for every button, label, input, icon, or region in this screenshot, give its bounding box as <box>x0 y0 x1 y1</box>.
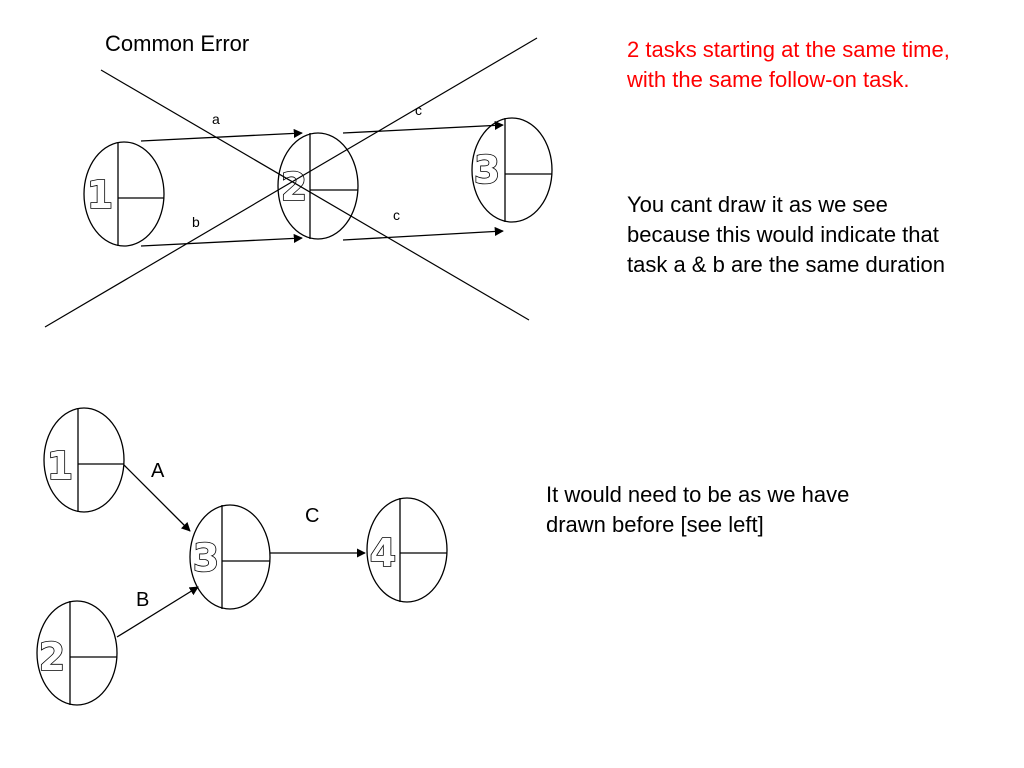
edge-A-arrow <box>123 464 191 532</box>
correction-note: It would need to be as we have drawn bef… <box>546 482 850 537</box>
bottom-node-2-number: 2 <box>39 635 65 679</box>
explanation-note: You cant draw it as we see because this … <box>627 192 945 277</box>
edge-c-lower-arrow <box>342 226 504 241</box>
top-node-3-number: 3 <box>474 148 500 192</box>
top-node-1-number: 1 <box>87 173 113 217</box>
bottom-node-1-number: 1 <box>47 444 73 488</box>
edge-c-upper-arrow <box>342 120 504 134</box>
edge-c-lower-label: c <box>393 207 400 223</box>
bottom-node-4: 4 <box>366 497 448 603</box>
bottom-node-2: 2 <box>36 600 118 706</box>
top-node-2: 2 <box>277 132 359 240</box>
top-node-1: 1 <box>83 141 165 247</box>
bottom-node-1: 1 <box>43 407 125 513</box>
bottom-node-4-number: 4 <box>370 531 396 575</box>
warning-note: 2 tasks starting at the same time, with … <box>627 37 950 92</box>
top-node-2-number: 2 <box>281 165 307 209</box>
edge-a-label: a <box>212 111 220 127</box>
edge-a-arrow <box>140 128 303 142</box>
edge-c-upper-label: c <box>415 102 422 118</box>
edge-b-arrow <box>140 233 303 247</box>
edge-b-label: b <box>192 214 200 230</box>
edge-B-arrow <box>116 586 199 638</box>
edge-A-label: A <box>151 460 165 482</box>
common-error-title: Common Error <box>105 31 249 56</box>
bottom-node-3-number: 3 <box>193 536 219 580</box>
edge-C-label: C <box>305 505 319 527</box>
cross-out-line-1 <box>100 69 530 321</box>
cross-out-line-2 <box>44 37 538 328</box>
top-node-3: 3 <box>471 117 553 223</box>
bottom-node-3: 3 <box>189 504 271 610</box>
edge-B-label: B <box>136 589 149 611</box>
